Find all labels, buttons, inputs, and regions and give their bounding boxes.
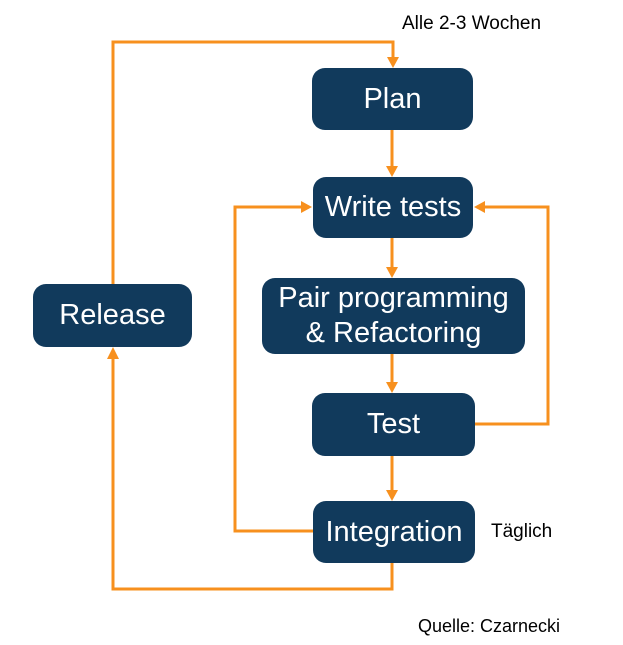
arrow-release-to-plan [111, 40, 399, 284]
node-pair-programming-label-line1: Pair programming [278, 282, 509, 315]
daily-note: Täglich [491, 521, 553, 542]
arrow-write-tests-to-pair [386, 238, 398, 278]
node-pair-programming-label-line2: & Refactoring [305, 317, 482, 349]
node-release-label: Release [59, 299, 166, 332]
node-integration-label: Integration [325, 515, 463, 548]
node-test: Test [312, 393, 475, 456]
source-note: Quelle: Czarnecki [418, 616, 561, 636]
arrow-integration-to-write-tests-loop [233, 201, 313, 533]
node-release: Release [33, 284, 192, 347]
arrow-test-to-integration [386, 456, 398, 501]
node-pair-programming: Pair programming & Refactoring [262, 278, 525, 354]
arrow-test-to-write-tests-loop [474, 201, 550, 426]
node-test-label: Test [366, 408, 421, 441]
node-write-tests: Write tests [313, 177, 473, 238]
iteration-note: Alle 2-3 Wochen [402, 13, 542, 34]
node-plan-label: Plan [363, 82, 422, 115]
arrow-plan-to-write-tests [386, 130, 398, 177]
arrow-pair-to-test [386, 354, 398, 393]
node-write-tests-label: Write tests [324, 191, 462, 224]
node-plan: Plan [312, 68, 473, 130]
node-integration: Integration [313, 501, 475, 563]
arrow-integration-to-release [107, 347, 394, 591]
